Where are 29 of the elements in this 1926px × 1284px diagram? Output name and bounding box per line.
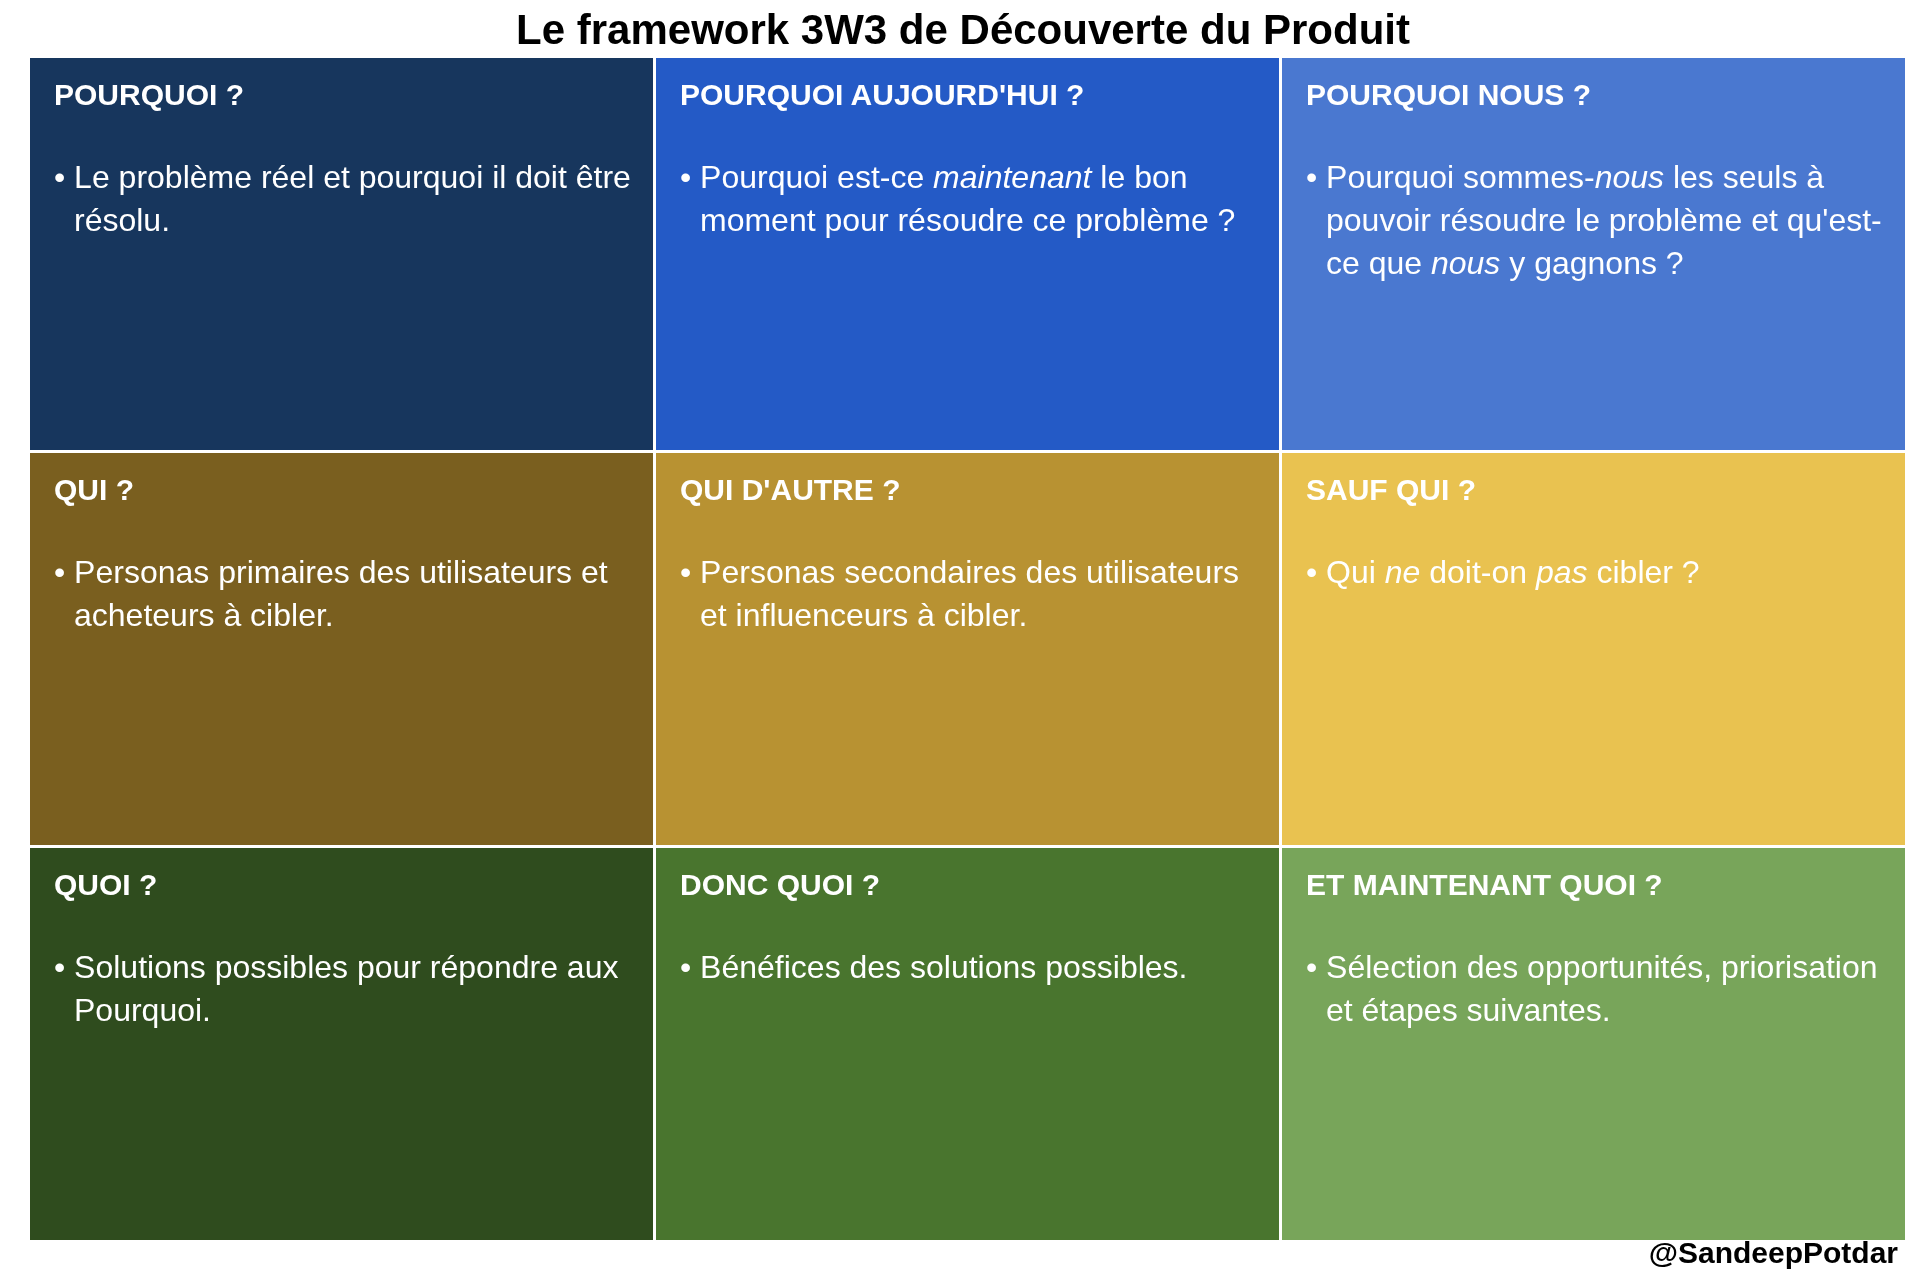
- panel-heading: QUOI ?: [54, 868, 158, 902]
- panel-description: • Solutions possibles pour répondre aux Pourquoi.: [54, 948, 620, 1030]
- panel-description: • Personas secondaires des utilisateurs et influenceurs à cibler.: [680, 553, 1241, 635]
- panel-description: • Pourquoi est-ce maintenant le bon moment pour résoudre ce problème ?: [680, 158, 1237, 240]
- panel-description: • Qui ne doit-on pas cibler ?: [1306, 553, 1701, 592]
- panel-heading: POURQUOI AUJOURD'HUI ?: [680, 78, 1085, 112]
- category-panel: [30, 58, 653, 450]
- category-panel: [30, 848, 653, 1240]
- category-panel: [1282, 58, 1905, 450]
- panel-description: • Le problème réel et pourquoi il doit être résolu.: [54, 158, 631, 240]
- panel-heading: QUI D'AUTRE ?: [680, 473, 901, 507]
- panel-description: • Bénéfices des solutions possibles.: [680, 948, 1189, 987]
- panel-heading: QUI ?: [54, 473, 134, 507]
- panel-heading: SAUF QUI ?: [1306, 473, 1476, 507]
- category-panel: [1282, 848, 1905, 1240]
- panel-heading: POURQUOI NOUS ?: [1306, 78, 1591, 112]
- category-panel: [30, 453, 653, 845]
- panel-heading: ET MAINTENANT QUOI ?: [1306, 868, 1663, 902]
- diagram-title: Le framework 3W3 de Découverte du Produit: [515, 6, 1411, 54]
- category-panel: [656, 453, 1279, 845]
- panel-description: • Pourquoi sommes-nous les seuls à pouvoir résoudre le problème et qu'est-ce que nous y gagnons ?: [1306, 158, 1883, 283]
- panel-heading: POURQUOI ?: [54, 78, 244, 112]
- panel-heading: DONC QUOI ?: [680, 868, 880, 902]
- category-panel: [656, 848, 1279, 1240]
- category-panel: [1282, 453, 1905, 845]
- panel-description: • Personas primaires des utilisateurs et acheteurs à cibler.: [54, 553, 609, 635]
- panel-description: • Sélection des opportunités, priorisation et étapes suivantes.: [1306, 948, 1879, 1030]
- author-credit: @SandeepPotdar: [1648, 1236, 1898, 1270]
- category-panel: [656, 58, 1279, 450]
